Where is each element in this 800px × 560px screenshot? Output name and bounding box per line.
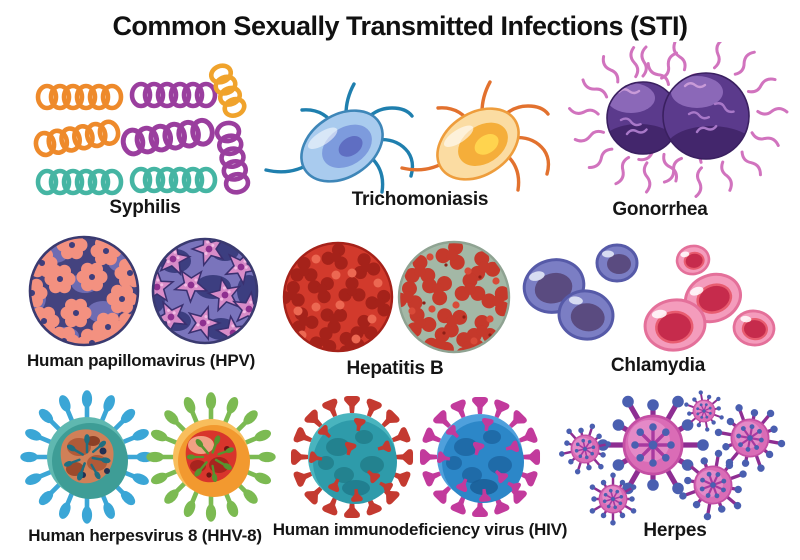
hiv-illustration xyxy=(290,395,541,519)
chlamydia-cluster-pink xyxy=(643,244,776,352)
label-syphilis: Syphilis xyxy=(109,197,181,218)
label-hhv8: Human herpesvirus 8 (HHV-8) xyxy=(28,526,262,545)
hhv8-virion-teal xyxy=(21,391,153,523)
gonorrhea-illustration xyxy=(567,42,789,199)
label-hpv: Human papillomavirus (HPV) xyxy=(26,351,256,370)
hpv-capsid-left xyxy=(30,237,138,345)
hiv-virion-teal xyxy=(290,395,414,519)
hhv8-virion-orange xyxy=(147,393,275,521)
hiv-virion-blue xyxy=(419,396,541,518)
hhv8-illustration xyxy=(15,383,280,538)
label-hiv: Human immunodeficiency virus (HIV) xyxy=(272,520,568,539)
blue-trichomonad xyxy=(264,82,415,194)
label-trichomoniasis: Trichomoniasis xyxy=(351,189,489,210)
orange-trichomonad xyxy=(400,80,551,192)
hepatitis-virion-left xyxy=(284,243,392,351)
label-gonorrhea: Gonorrhea xyxy=(612,199,708,220)
hpv-capsid-right xyxy=(153,239,257,343)
chlamydia-cluster-blue xyxy=(522,243,639,341)
label-chlamydia: Chlamydia xyxy=(610,355,706,376)
label-hepatitis-b: Hepatitis B xyxy=(346,358,444,379)
trichomoniasis-illustration xyxy=(264,80,551,194)
hepatitis-virion-right xyxy=(399,242,509,352)
hpv-illustration xyxy=(28,235,259,347)
hepatitis-b-illustration xyxy=(282,240,511,354)
label-herpes: Herpes xyxy=(643,520,707,541)
syphilis-illustration xyxy=(25,62,255,207)
chlamydia-illustration xyxy=(522,243,776,352)
page-title: Common Sexually Transmitted Infections (… xyxy=(112,11,688,41)
